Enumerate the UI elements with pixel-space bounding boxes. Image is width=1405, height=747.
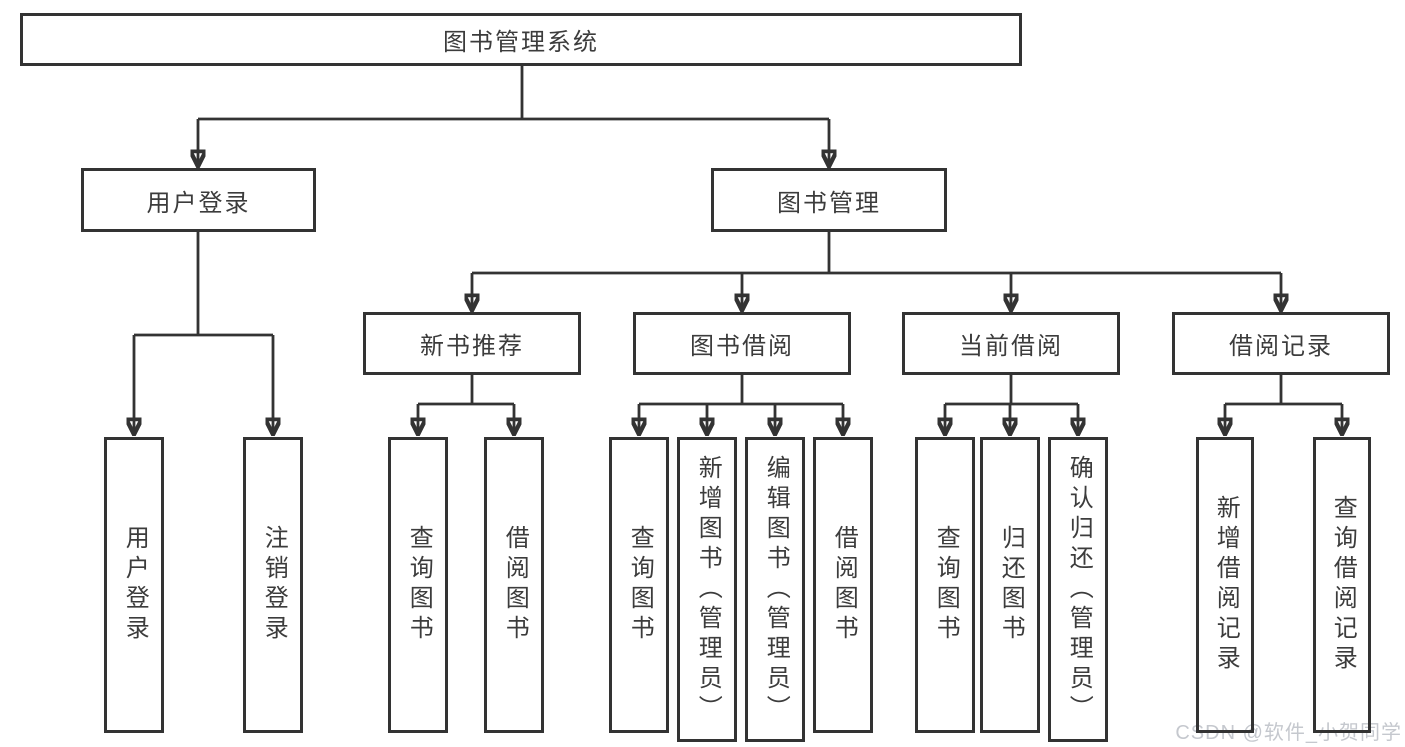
node-label: 图书管理系统 <box>443 29 599 56</box>
node-label: 归还图书 <box>997 525 1025 645</box>
leaf-query-borrow-record: 查询借阅记录 <box>1313 437 1371 733</box>
node-label: 用户登录 <box>121 525 149 645</box>
node-label: 新增借阅记录 <box>1212 495 1240 675</box>
node-label: 编辑图书（管理员） <box>762 454 790 725</box>
node-label: 图书借阅 <box>690 333 794 360</box>
node-label: 新增图书（管理员） <box>694 454 722 725</box>
node-book-borrowing: 图书借阅 <box>633 312 851 375</box>
node-label: 新书推荐 <box>420 333 524 360</box>
watermark-text: CSDN @软件_小贺同学 <box>1175 722 1402 744</box>
node-label: 借阅记录 <box>1229 333 1333 360</box>
leaf-user-login: 用户登录 <box>104 437 164 733</box>
node-library-system: 图书管理系统 <box>20 13 1022 66</box>
leaf-query-books-current: 查询图书 <box>915 437 975 733</box>
node-label: 查询图书 <box>626 525 654 645</box>
node-borrowing-records: 借阅记录 <box>1172 312 1390 375</box>
node-new-book-recommend: 新书推荐 <box>363 312 581 375</box>
node-user-login: 用户登录 <box>81 168 316 232</box>
node-book-management: 图书管理 <box>711 168 947 232</box>
leaf-query-books-borrowing: 查询图书 <box>609 437 669 733</box>
node-label: 图书管理 <box>777 189 881 217</box>
node-label: 查询图书 <box>405 525 433 645</box>
leaf-logout: 注销登录 <box>243 437 303 733</box>
leaf-borrow-books-recommend: 借阅图书 <box>484 437 544 733</box>
node-label: 借阅图书 <box>830 525 858 645</box>
leaf-return-books: 归还图书 <box>980 437 1040 733</box>
leaf-query-books-recommend: 查询图书 <box>388 437 448 733</box>
leaf-confirm-return-admin: 确认归还（管理员） <box>1048 437 1108 742</box>
leaf-add-book-admin: 新增图书（管理员） <box>677 437 737 742</box>
node-label: 查询图书 <box>932 525 960 645</box>
leaf-borrow-books-borrowing: 借阅图书 <box>813 437 873 733</box>
node-current-borrowing: 当前借阅 <box>902 312 1120 375</box>
node-label: 确认归还（管理员） <box>1065 454 1093 725</box>
node-label: 用户登录 <box>146 189 251 217</box>
node-label: 注销登录 <box>260 525 288 645</box>
node-label: 当前借阅 <box>959 333 1063 360</box>
leaf-edit-book-admin: 编辑图书（管理员） <box>745 437 805 742</box>
node-label: 查询借阅记录 <box>1329 495 1357 675</box>
node-label: 借阅图书 <box>501 525 529 645</box>
leaf-add-borrow-record: 新增借阅记录 <box>1196 437 1254 733</box>
